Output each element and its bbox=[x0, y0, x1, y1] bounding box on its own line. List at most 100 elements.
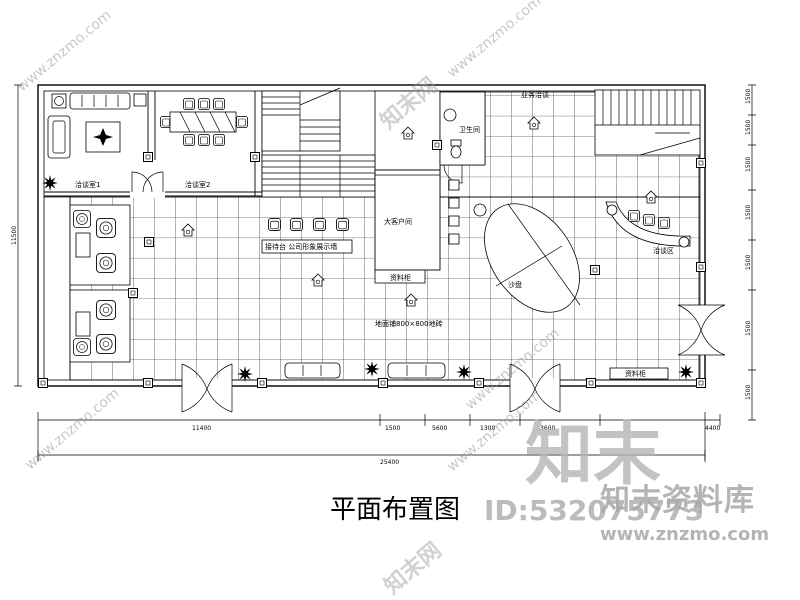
display-stand[interactable] bbox=[448, 179, 460, 191]
room-label-business: 业务洽谈 bbox=[521, 90, 549, 99]
side-table bbox=[133, 93, 147, 107]
dim-right: 1500 bbox=[745, 205, 752, 220]
door-gap-room bbox=[130, 190, 165, 198]
lower-stair-treads bbox=[262, 155, 375, 197]
plant-icon bbox=[678, 364, 694, 380]
side-table bbox=[51, 93, 67, 109]
round-side-table[interactable] bbox=[678, 236, 690, 248]
armchair[interactable] bbox=[96, 334, 116, 354]
dim-right: 1500 bbox=[745, 385, 752, 400]
center-room: 大客户间 资料柜 bbox=[374, 169, 441, 284]
chair[interactable] bbox=[268, 218, 281, 231]
armchair-seat bbox=[52, 120, 66, 154]
toilet-tank-icon bbox=[450, 139, 462, 147]
stair-side-wall bbox=[254, 91, 263, 196]
column bbox=[144, 237, 154, 247]
doors bbox=[131, 164, 726, 413]
right-stair-treads bbox=[595, 90, 701, 156]
dim-bottom: 1300 bbox=[480, 425, 495, 432]
armchair[interactable] bbox=[96, 300, 116, 320]
chair[interactable] bbox=[236, 116, 248, 128]
chair[interactable] bbox=[183, 134, 195, 146]
curved-lounge: 洽谈区 bbox=[605, 201, 691, 255]
plant-icon bbox=[237, 366, 253, 382]
dim-bottom: 11400 bbox=[192, 425, 211, 432]
chair[interactable] bbox=[198, 134, 210, 146]
display-stand[interactable] bbox=[448, 197, 460, 209]
plant-icon bbox=[456, 364, 472, 380]
reception-desk[interactable] bbox=[261, 239, 353, 254]
armchair[interactable] bbox=[96, 253, 116, 273]
chair[interactable] bbox=[643, 214, 655, 226]
watermark-url: www.znzmo.com bbox=[22, 385, 122, 473]
tea-table[interactable] bbox=[75, 232, 91, 258]
entrance-door-left[interactable] bbox=[181, 363, 233, 413]
sofa-cushions bbox=[81, 95, 119, 107]
display-stand[interactable] bbox=[448, 215, 460, 227]
lounge-label: 洽谈区 bbox=[653, 246, 674, 255]
restroom-door[interactable] bbox=[443, 164, 463, 184]
column bbox=[38, 378, 48, 388]
cabinet-2[interactable] bbox=[609, 367, 669, 380]
column bbox=[250, 152, 260, 162]
bench-sofa[interactable] bbox=[387, 362, 446, 379]
round-side-table[interactable] bbox=[606, 204, 618, 216]
dimensions: 11500 1500 1500 1500 1500 1500 1500 1500… bbox=[11, 84, 756, 466]
chair[interactable] bbox=[213, 134, 225, 146]
toilet-icon bbox=[450, 145, 462, 159]
outer-wall bbox=[37, 84, 706, 387]
chair[interactable] bbox=[183, 98, 195, 110]
dim-right: 1500 bbox=[745, 321, 752, 336]
armchair[interactable] bbox=[47, 115, 71, 159]
column bbox=[590, 265, 600, 275]
sand-table-oval[interactable] bbox=[465, 186, 599, 330]
display-stands bbox=[448, 179, 487, 245]
reception-label: 接待台 公司形象展示墙 bbox=[265, 242, 337, 251]
dim-line-right bbox=[748, 84, 756, 421]
armchair[interactable] bbox=[73, 338, 91, 356]
brand-logo: 知末 ID:532075773 知末资料库 www.znzmo.com bbox=[484, 416, 769, 545]
logo-name: 知末资料库 bbox=[600, 483, 755, 518]
dim-bottom: 4400 bbox=[705, 425, 720, 432]
meeting-table[interactable] bbox=[169, 111, 237, 133]
entrance-door-right[interactable] bbox=[509, 363, 561, 413]
chair[interactable] bbox=[336, 218, 349, 231]
floor-note: 地面铺800×800地砖 bbox=[375, 319, 443, 328]
column bbox=[143, 152, 153, 162]
side-door[interactable] bbox=[677, 304, 726, 356]
dim-line-left bbox=[14, 84, 22, 387]
armchair[interactable] bbox=[96, 218, 116, 238]
walls bbox=[37, 84, 706, 387]
armchair[interactable] bbox=[73, 210, 91, 228]
dim-line-bottom-1 bbox=[37, 412, 721, 462]
dim-right: 1500 bbox=[745, 89, 752, 104]
bottom-furniture: 资料柜 bbox=[284, 362, 669, 380]
sofa[interactable] bbox=[69, 92, 131, 110]
column bbox=[128, 288, 138, 298]
room-labels: 洽谈室1 洽谈室2 业务洽谈 地面铺800×800地砖 bbox=[75, 90, 549, 328]
sand-table-label: 沙盘 bbox=[508, 280, 522, 289]
column bbox=[586, 378, 596, 388]
bench-sofa[interactable] bbox=[284, 362, 341, 379]
reception: 接待台 公司形象展示墙 bbox=[261, 218, 353, 254]
tea-table[interactable] bbox=[75, 311, 91, 337]
chair[interactable] bbox=[198, 98, 210, 110]
room-door-1[interactable] bbox=[131, 171, 153, 193]
chair[interactable] bbox=[290, 218, 303, 231]
cabinet-1[interactable] bbox=[374, 269, 426, 284]
chair[interactable] bbox=[628, 210, 640, 222]
room-door-2[interactable] bbox=[142, 171, 164, 193]
chair[interactable] bbox=[658, 217, 670, 229]
display-stand[interactable] bbox=[448, 233, 460, 245]
stool[interactable] bbox=[473, 203, 487, 217]
meeting-room-1 bbox=[47, 92, 147, 159]
sand-table: 沙盘 bbox=[465, 186, 599, 330]
chair[interactable] bbox=[313, 218, 326, 231]
dim-bottom: 3600 bbox=[540, 425, 555, 432]
room-front-wall bbox=[44, 191, 262, 197]
inner-wall bbox=[43, 90, 700, 381]
restroom: 卫生间 bbox=[439, 91, 486, 166]
chair[interactable] bbox=[213, 98, 225, 110]
upper-stair bbox=[261, 90, 341, 152]
plant-icon bbox=[364, 361, 380, 377]
